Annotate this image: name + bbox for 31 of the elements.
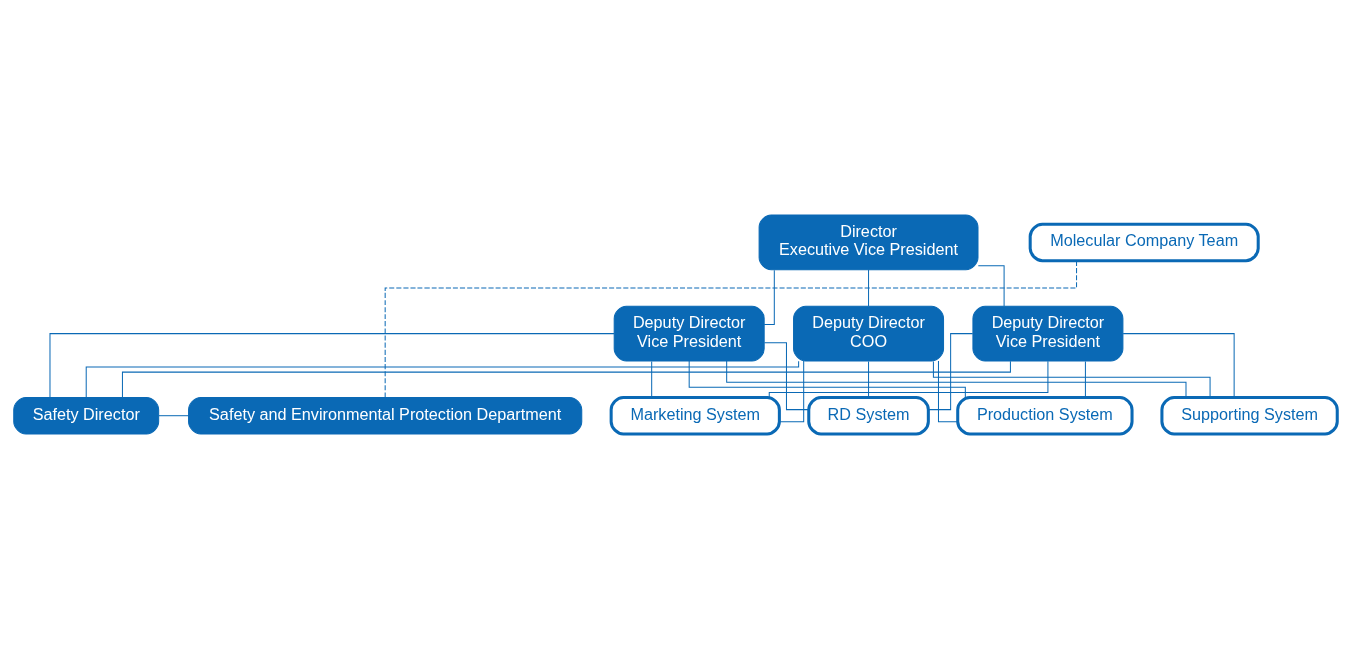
node-box: Deputy Director Vice President xyxy=(613,305,765,361)
connector xyxy=(928,332,974,410)
node-box: Molecular Company Team xyxy=(1028,222,1260,262)
node-box: Marketing System xyxy=(609,395,781,435)
connector xyxy=(763,341,809,410)
node-box: RD System xyxy=(807,395,930,435)
node-box: Safety Director xyxy=(13,396,160,434)
connector xyxy=(158,414,189,416)
node-box: Supporting System xyxy=(1160,395,1339,435)
connector xyxy=(932,360,1211,398)
node-box: Production System xyxy=(956,395,1134,435)
connector xyxy=(779,360,805,422)
connector xyxy=(726,360,1187,398)
connector xyxy=(937,360,958,422)
node-box: Director Executive Vice President xyxy=(758,214,979,270)
connector xyxy=(121,360,1011,397)
node-box: Deputy Director Vice President xyxy=(972,305,1124,361)
connector xyxy=(651,360,653,397)
node-box: Deputy Director COO xyxy=(793,305,945,361)
connector xyxy=(1122,332,1235,398)
connector xyxy=(1084,360,1086,397)
connector xyxy=(688,360,966,398)
connector xyxy=(384,259,1078,398)
connector xyxy=(977,264,1005,306)
connector xyxy=(49,332,615,398)
connector xyxy=(868,268,870,306)
connector xyxy=(85,360,800,398)
connector xyxy=(768,360,1049,398)
node-box: Safety and Environmental Protection Department xyxy=(188,396,583,434)
connector xyxy=(868,360,870,397)
connector xyxy=(763,269,775,325)
